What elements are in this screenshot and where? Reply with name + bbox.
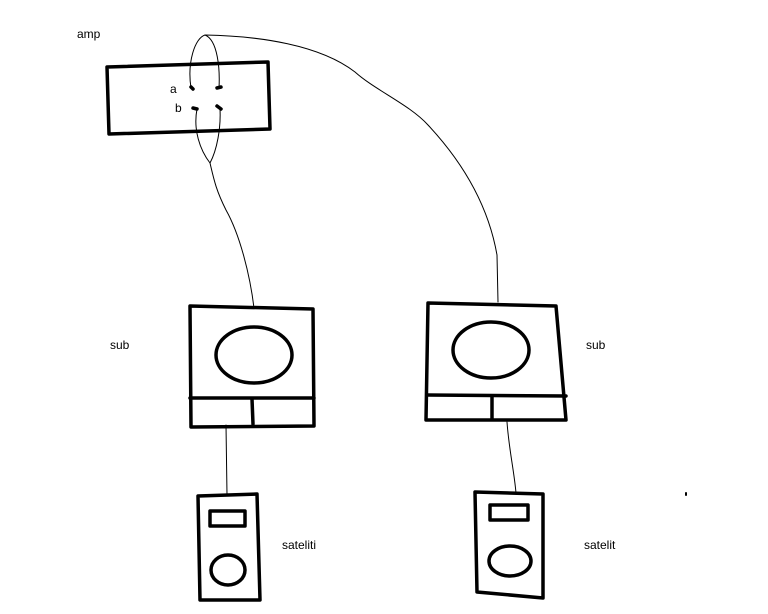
- sub-left-label: sub: [110, 338, 130, 352]
- satellite-left-tweeter: [208, 509, 247, 528]
- satellite-left-woofer: [209, 553, 247, 587]
- satellite-right-box: [473, 490, 545, 600]
- satellite-right-label: satelit: [584, 538, 616, 552]
- sub-left-node: sub: [110, 304, 316, 429]
- satellite-right-node: satelit: [473, 490, 616, 600]
- sub-left-box: [188, 304, 316, 429]
- satellite-left-box: [196, 492, 262, 602]
- terminal-a-label: a: [170, 82, 177, 96]
- amp-node: amp a b: [77, 27, 272, 136]
- wire-amp-to-sub-right: [204, 34, 499, 303]
- amp-box: [105, 60, 272, 136]
- sub-right-node: sub: [424, 301, 606, 422]
- sub-right-label: sub: [586, 338, 606, 352]
- sub-right-box: [424, 301, 568, 422]
- wire-amp-to-sub-left: [209, 162, 255, 309]
- sub-right-panel-divider: [425, 393, 568, 398]
- wire-sub-right-to-satellite-right: [506, 421, 517, 494]
- terminal-b-right-dot: [215, 104, 223, 111]
- wire-amp-loop: [189, 34, 221, 164]
- satellite-right-tweeter: [488, 503, 530, 522]
- wires: [189, 34, 517, 496]
- satellite-left-label: sateliti: [282, 538, 316, 552]
- sub-left-panel-split: [250, 397, 255, 426]
- wire-sub-left-to-satellite-left: [225, 424, 228, 496]
- satellite-right-woofer: [487, 544, 533, 578]
- sub-right-speaker-cone: [451, 320, 531, 380]
- sub-left-speaker-cone: [214, 325, 294, 385]
- terminal-b-left-dot: [191, 106, 199, 111]
- amp-label: amp: [77, 27, 101, 41]
- satellite-left-node: sateliti: [196, 492, 316, 602]
- terminal-b-label: b: [175, 101, 182, 115]
